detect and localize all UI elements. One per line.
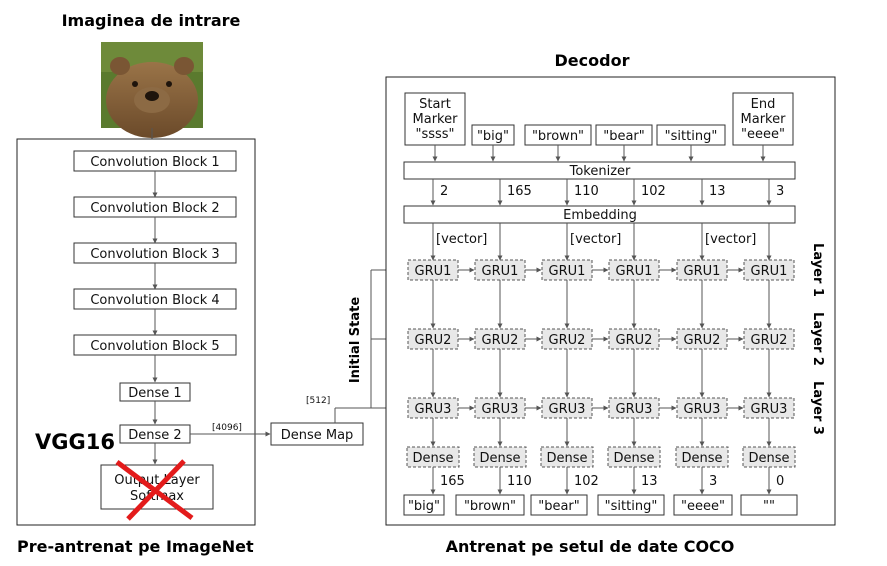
dense-label-1: Dense (479, 451, 520, 466)
gru2-label-3: GRU2 (616, 333, 653, 348)
gru2-label-1: GRU2 (482, 333, 519, 348)
output-word-1-box (455, 494, 525, 516)
output-id-4: 3 (709, 474, 717, 489)
layer-2-label: Layer 2 (810, 312, 825, 366)
output-word-2-label: "bear" (538, 499, 580, 514)
gru2-label-4: GRU2 (684, 333, 721, 348)
output-id-1: 110 (507, 474, 532, 489)
vector-label-2: [vector] (570, 232, 621, 247)
output-word-1-label: "brown" (464, 499, 516, 514)
tokenizer-box (403, 161, 796, 180)
output-word-0-box (403, 494, 445, 516)
output-word-0-label: "big" (408, 499, 440, 514)
token-id-1: 165 (507, 184, 532, 199)
gru3-label-5: GRU3 (751, 402, 788, 417)
conv-block-4-label: Convolution Block 4 (90, 293, 219, 308)
dense-map-input-size: [4096] (212, 423, 242, 433)
gru2-label-2: GRU2 (549, 333, 586, 348)
output-word-4-label: "eeee" (681, 499, 725, 514)
start-marker-line3: "ssss" (415, 127, 454, 142)
dense-label-0: Dense (412, 451, 453, 466)
dense-2-label: Dense 2 (128, 428, 181, 443)
token-id-0: 2 (440, 184, 448, 199)
dense-map-output-size: [512] (306, 396, 330, 406)
dense-label-2: Dense (546, 451, 587, 466)
vgg16-label: VGG16 (35, 430, 115, 454)
bear-image (101, 42, 203, 138)
end-marker-line1: End (751, 97, 776, 112)
start-marker-box (404, 92, 466, 146)
input-token-0-label: "big" (477, 129, 509, 144)
dense-label-3: Dense (613, 451, 654, 466)
decoder-title: Decodor (555, 51, 630, 70)
conv-block-5-label: Convolution Block 5 (90, 339, 219, 354)
dense-label-5: Dense (748, 451, 789, 466)
decoder-caption: Antrenat pe setul de date COCO (446, 537, 735, 556)
dense-map-box (270, 422, 364, 446)
layer-1-label: Layer 1 (810, 243, 825, 297)
gru3-label-3: GRU3 (616, 402, 653, 417)
output-word-2-box (530, 494, 588, 516)
input-token-2-label: "bear" (603, 129, 645, 144)
gru3-label-2: GRU3 (549, 402, 586, 417)
gru1-label-5: GRU1 (751, 264, 788, 279)
input-token-3-label: "sitting" (665, 129, 718, 144)
end-marker-line2: Marker (741, 112, 787, 127)
gru1-label-3: GRU1 (616, 264, 653, 279)
output-word-4-box (673, 494, 733, 516)
output-id-2: 102 (574, 474, 599, 489)
output-word-3-label: "sitting" (605, 499, 658, 514)
removed-cross-icon (115, 459, 194, 521)
token-id-2: 110 (574, 184, 599, 199)
conv-block-1-label: Convolution Block 1 (90, 155, 219, 170)
start-marker-line1: Start (419, 97, 451, 112)
conv-block-3-label: Convolution Block 3 (90, 247, 219, 262)
start-marker-line2: Marker (413, 112, 459, 127)
dense-1-label: Dense 1 (128, 386, 181, 401)
conv-block-2-label: Convolution Block 2 (90, 201, 219, 216)
gru1-label-2: GRU1 (549, 264, 586, 279)
token-id-4: 13 (709, 184, 726, 199)
dense-label-4: Dense (681, 451, 722, 466)
end-marker-line3: "eeee" (741, 127, 785, 142)
gru3-label-1: GRU3 (482, 402, 519, 417)
output-word-5-label: "" (763, 499, 775, 514)
gru2-label-5: GRU2 (751, 333, 788, 348)
output-layer-box (100, 464, 214, 510)
output-id-3: 13 (641, 474, 658, 489)
input-token-1-label: "brown" (532, 129, 584, 144)
vgg-caption: Pre-antrenat pe ImageNet (17, 537, 254, 556)
output-word-5-box (740, 494, 798, 516)
vector-label-0: [vector] (436, 232, 487, 247)
tokenizer-label: Tokenizer (569, 164, 631, 179)
gru1-label-0: GRU1 (415, 264, 452, 279)
output-word-3-box (597, 494, 665, 516)
initial-state-label: Initial State (348, 297, 363, 384)
output-id-5: 0 (776, 474, 784, 489)
embedding-box (403, 205, 796, 224)
gru1-label-4: GRU1 (684, 264, 721, 279)
gru1-label-1: GRU1 (482, 264, 519, 279)
gru3-label-0: GRU3 (415, 402, 452, 417)
embedding-label: Embedding (563, 208, 637, 223)
input-image-title: Imaginea de intrare (62, 11, 241, 30)
layer-3-label: Layer 3 (810, 381, 825, 435)
end-marker-box (732, 92, 794, 146)
vector-label-4: [vector] (705, 232, 756, 247)
gru2-label-0: GRU2 (415, 333, 452, 348)
token-id-3: 102 (641, 184, 666, 199)
dense-map-label: Dense Map (281, 428, 354, 443)
token-id-5: 3 (776, 184, 784, 199)
gru3-label-4: GRU3 (684, 402, 721, 417)
output-id-0: 165 (440, 474, 465, 489)
